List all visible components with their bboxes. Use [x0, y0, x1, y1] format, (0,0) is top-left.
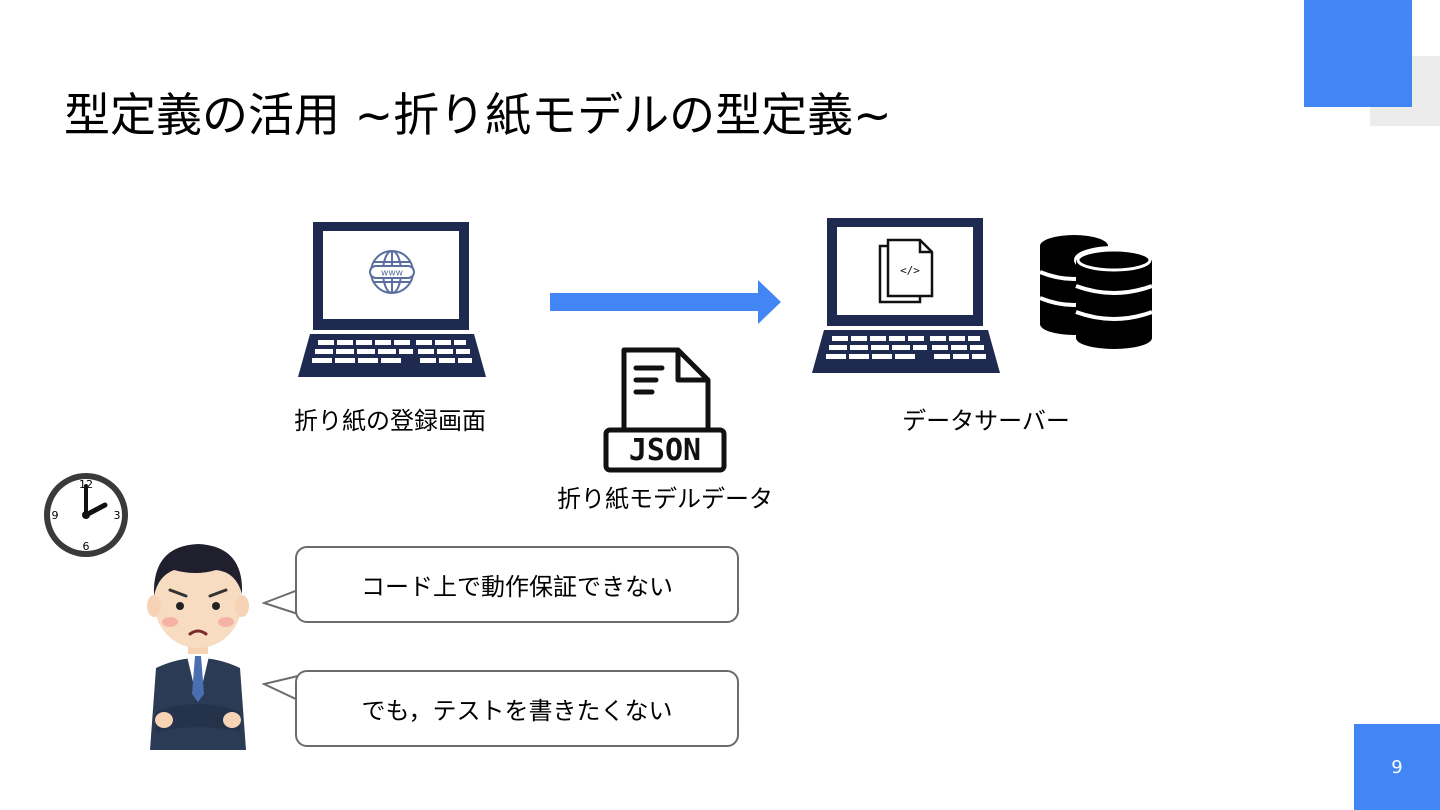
svg-text:JSON: JSON	[629, 433, 701, 468]
svg-text:6: 6	[83, 540, 90, 553]
bubble-1-text: コード上で動作保証できない	[361, 573, 673, 601]
origami-model-data-label: 折り紙モデルデータ	[557, 485, 773, 513]
database-icon	[1039, 235, 1154, 349]
laptop-icon	[812, 218, 1000, 373]
corner-blue-block	[1304, 0, 1412, 107]
data-server-label: データサーバー	[902, 407, 1070, 435]
speech-bubble-1: コード上で動作保証できない	[295, 546, 739, 623]
page-number-badge: 9	[1354, 724, 1440, 810]
svg-text:www: www	[381, 269, 403, 279]
json-file-icon: JSON	[603, 347, 727, 473]
svg-text:9: 9	[52, 509, 59, 522]
page-number: 9	[1391, 756, 1403, 778]
code-file-icon: </>	[878, 238, 934, 304]
arrow-right-icon	[550, 280, 781, 324]
bubble-2-text: でも，テストを書きたくない	[361, 697, 673, 725]
clock-icon: 12 3 6 9	[44, 473, 128, 557]
worried-businessman-illustration	[147, 544, 249, 750]
laptop-icon	[298, 222, 486, 377]
www-globe-icon: www	[369, 250, 415, 294]
svg-text:3: 3	[114, 509, 121, 522]
svg-text:</>: </>	[900, 264, 920, 277]
speech-bubble-2: でも，テストを書きたくない	[295, 670, 739, 747]
page-title: 型定義の活用 ~折り紙モデルの型定義~	[64, 88, 892, 142]
registration-screen-label: 折り紙の登録画面	[294, 407, 486, 435]
